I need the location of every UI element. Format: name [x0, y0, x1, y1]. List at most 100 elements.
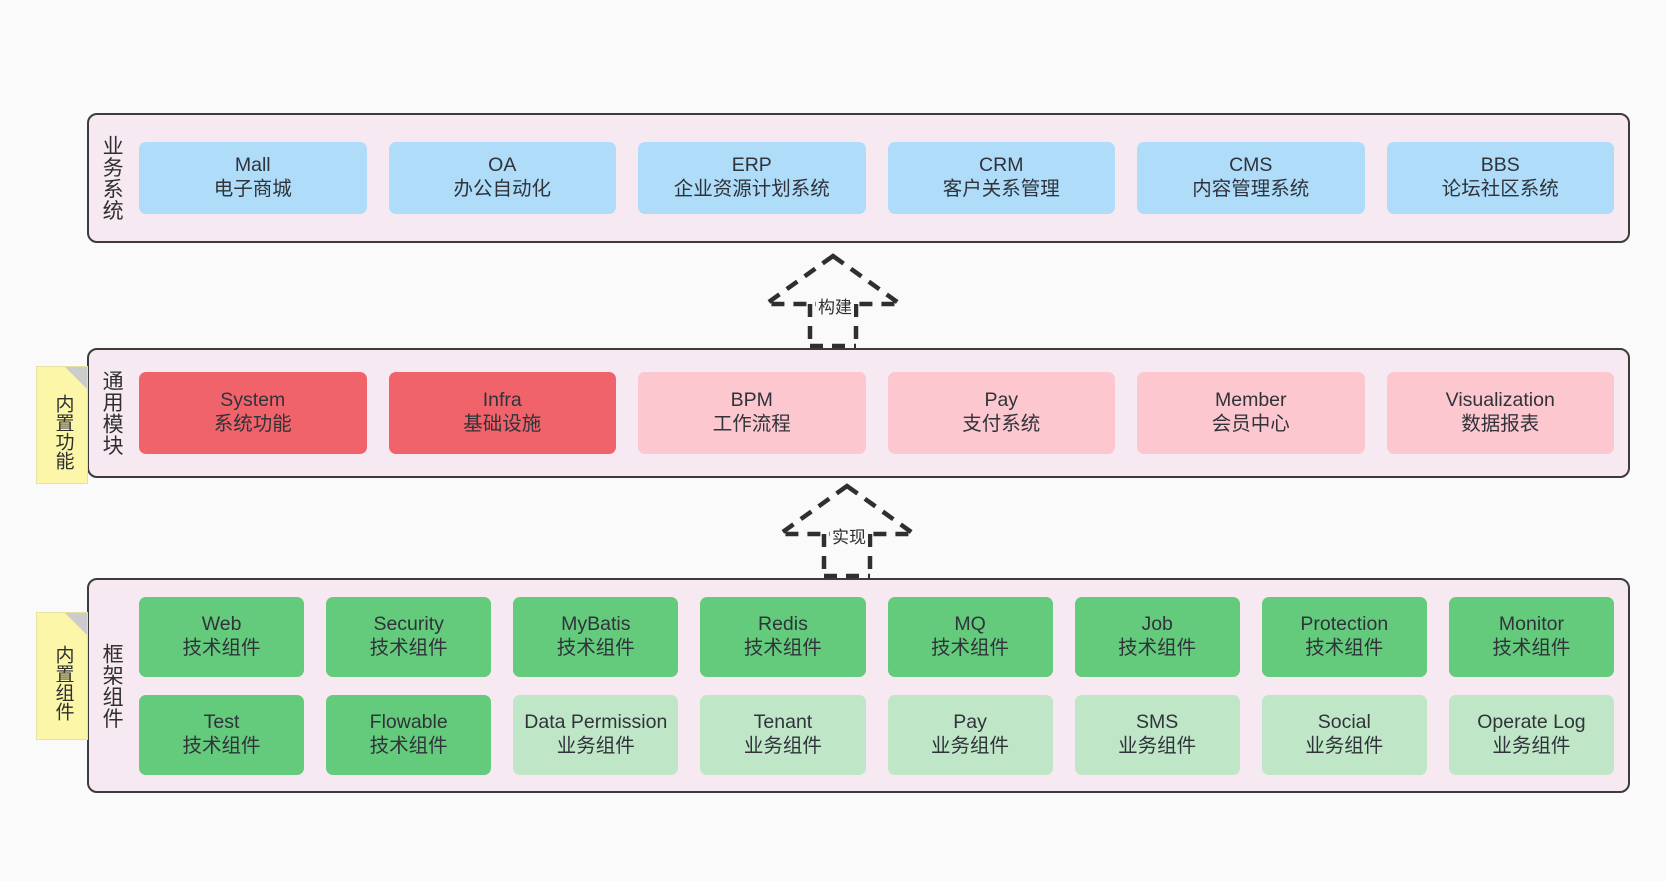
box-crm[interactable]: CRM 客户关系管理 — [887, 142, 1115, 214]
layer-framework-label: 框架组件 — [100, 642, 124, 729]
box-web[interactable]: Web 技术组件 — [139, 596, 305, 677]
box-oa[interactable]: OA 办公自动化 — [388, 142, 616, 214]
box-visualization[interactable]: Visualization 数据报表 — [1386, 372, 1614, 454]
box-subtitle: 企业资源计划系统 — [673, 178, 830, 200]
box-pay-module[interactable]: Pay 支付系统 — [887, 372, 1115, 454]
box-social[interactable]: Social 业务组件 — [1261, 694, 1427, 775]
note-label: 内置组件 — [52, 645, 74, 721]
note-fold-corner-icon — [65, 367, 87, 389]
note-fold-corner-icon — [65, 613, 87, 635]
box-test[interactable]: Test 技术组件 — [139, 694, 305, 775]
box-title: Protection — [1300, 612, 1389, 635]
connector-build-label: 构建 — [816, 293, 854, 318]
box-title: Tenant — [753, 710, 813, 733]
connector-build: 构建 — [758, 252, 908, 349]
box-system[interactable]: System 系统功能 — [139, 372, 367, 454]
box-subtitle: 技术组件 — [369, 636, 448, 659]
layer-business-label: 业务系统 — [100, 135, 124, 221]
box-pay-component[interactable]: Pay 业务组件 — [887, 694, 1053, 775]
generalization-arrowhead-icon — [758, 253, 908, 307]
box-bpm[interactable]: BPM 工作流程 — [638, 372, 866, 454]
box-title: Test — [203, 710, 240, 733]
box-flowable[interactable]: Flowable 技术组件 — [326, 694, 492, 775]
box-title: Data Permission — [524, 710, 668, 733]
box-subtitle: 业务组件 — [931, 734, 1010, 757]
box-mybatis[interactable]: MyBatis 技术组件 — [513, 596, 679, 677]
business-box-row: Mall 电子商城 OA 办公自动化 ERP 企业资源计划系统 CRM 客户关系… — [139, 142, 1614, 214]
box-subtitle: 业务组件 — [1305, 734, 1384, 757]
box-title: CMS — [1229, 154, 1273, 177]
box-subtitle: 技术组件 — [743, 636, 822, 659]
layer-common-label: 通用模块 — [100, 370, 124, 456]
box-subtitle: 业务组件 — [1492, 734, 1571, 757]
layer-business-systems: 业务系统 Mall 电子商城 OA 办公自动化 ERP 企业资源计划系统 CRM… — [87, 113, 1630, 243]
box-sms[interactable]: SMS 业务组件 — [1074, 694, 1240, 775]
box-title: OA — [488, 154, 517, 177]
box-subtitle: 技术组件 — [931, 636, 1010, 659]
box-member[interactable]: Member 会员中心 — [1137, 372, 1365, 454]
box-subtitle: 办公自动化 — [453, 178, 551, 200]
box-mall[interactable]: Mall 电子商城 — [139, 142, 367, 214]
box-subtitle: 技术组件 — [182, 636, 261, 659]
box-subtitle: 会员中心 — [1211, 413, 1290, 435]
framework-box-grid: Web 技术组件 Security 技术组件 MyBatis 技术组件 Redi… — [139, 596, 1614, 775]
box-title: Security — [373, 612, 444, 635]
box-security[interactable]: Security 技术组件 — [326, 596, 492, 677]
box-subtitle: 技术组件 — [556, 636, 635, 659]
layer-framework-components: 框架组件 Web 技术组件 Security 技术组件 MyBatis 技术组件 — [87, 578, 1630, 793]
box-subtitle: 工作流程 — [712, 413, 791, 435]
box-operate-log[interactable]: Operate Log 业务组件 — [1448, 694, 1614, 775]
box-tenant[interactable]: Tenant 业务组件 — [700, 694, 866, 775]
box-title: Infra — [482, 389, 522, 412]
box-job[interactable]: Job 技术组件 — [1074, 596, 1240, 677]
box-title: System — [220, 389, 286, 412]
box-subtitle: 电子商城 — [213, 178, 292, 200]
box-subtitle: 数据报表 — [1461, 413, 1540, 435]
framework-box-row-2: Test 技术组件 Flowable 技术组件 Data Permission … — [139, 694, 1614, 775]
box-subtitle: 业务组件 — [556, 734, 635, 757]
note-builtin-features[interactable]: 内置功能 — [36, 366, 88, 484]
layer-framework-body: Web 技术组件 Security 技术组件 MyBatis 技术组件 Redi… — [133, 580, 1628, 791]
box-subtitle: 技术组件 — [1492, 636, 1571, 659]
box-title: Pay — [984, 389, 1019, 412]
box-subtitle: 业务组件 — [743, 734, 822, 757]
layer-common-modules: 通用模块 System 系统功能 Infra 基础设施 BPM 工作流程 Pay… — [87, 348, 1630, 478]
box-subtitle: 客户关系管理 — [942, 178, 1060, 200]
box-erp[interactable]: ERP 企业资源计划系统 — [638, 142, 866, 214]
box-subtitle: 技术组件 — [182, 734, 261, 757]
box-redis[interactable]: Redis 技术组件 — [700, 596, 866, 677]
box-title: Job — [1141, 612, 1173, 635]
box-title: Mall — [234, 154, 271, 177]
box-title: Web — [201, 612, 242, 635]
box-subtitle: 支付系统 — [962, 413, 1041, 435]
layer-common-body: System 系统功能 Infra 基础设施 BPM 工作流程 Pay 支付系统… — [133, 350, 1628, 476]
box-subtitle: 技术组件 — [1118, 636, 1197, 659]
box-title: Pay — [953, 710, 987, 733]
box-bbs[interactable]: BBS 论坛社区系统 — [1386, 142, 1614, 214]
box-mq[interactable]: MQ 技术组件 — [887, 596, 1053, 677]
box-title: Member — [1214, 389, 1287, 412]
connector-implement: 实现 — [772, 482, 922, 579]
box-title: Operate Log — [1477, 710, 1586, 733]
box-data-permission[interactable]: Data Permission 业务组件 — [513, 694, 679, 775]
box-subtitle: 业务组件 — [1118, 734, 1197, 757]
note-builtin-components[interactable]: 内置组件 — [36, 612, 88, 740]
box-subtitle: 内容管理系统 — [1192, 178, 1310, 200]
box-title: BBS — [1480, 154, 1520, 177]
box-title: CRM — [979, 154, 1024, 177]
box-title: Social — [1317, 710, 1371, 733]
generalization-arrowhead-icon — [772, 483, 922, 537]
box-subtitle: 系统功能 — [213, 413, 292, 435]
box-title: MQ — [954, 612, 986, 635]
box-monitor[interactable]: Monitor 技术组件 — [1448, 596, 1614, 677]
box-title: BPM — [730, 389, 773, 412]
box-subtitle: 技术组件 — [369, 734, 448, 757]
box-cms[interactable]: CMS 内容管理系统 — [1137, 142, 1365, 214]
connector-implement-label: 实现 — [830, 523, 868, 548]
box-title: ERP — [731, 154, 772, 177]
box-subtitle: 论坛社区系统 — [1441, 178, 1559, 200]
box-infra[interactable]: Infra 基础设施 — [388, 372, 616, 454]
box-subtitle: 技术组件 — [1305, 636, 1384, 659]
box-protection[interactable]: Protection 技术组件 — [1261, 596, 1427, 677]
